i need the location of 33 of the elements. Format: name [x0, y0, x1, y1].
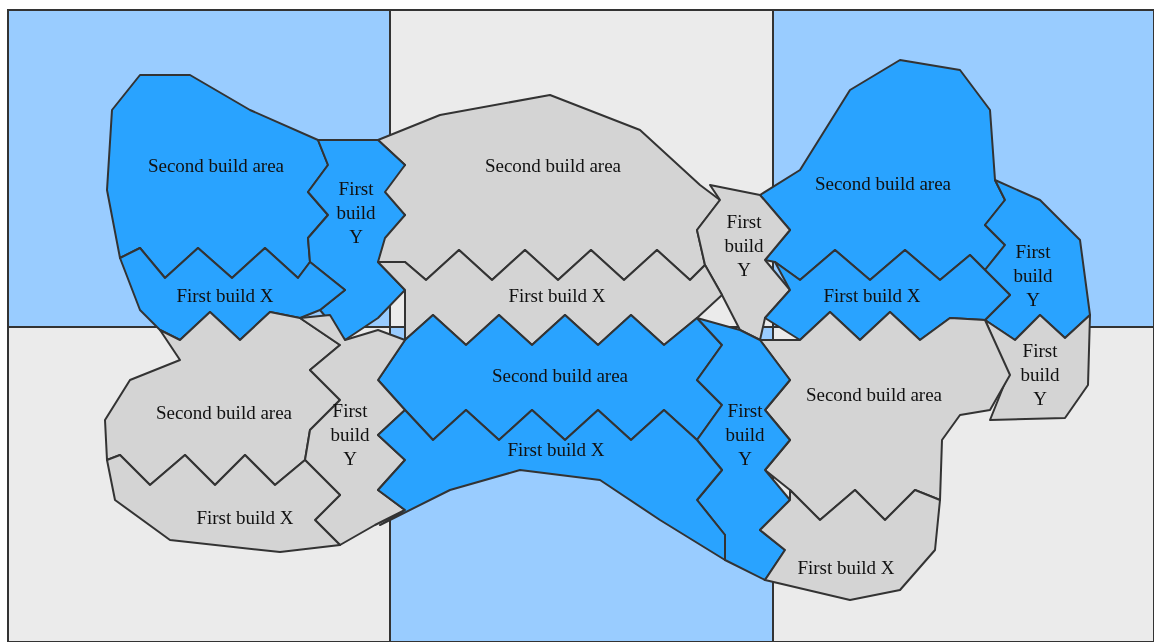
region-label: Second build area — [154, 401, 294, 425]
region-label: First build X — [195, 506, 295, 530]
build-region — [985, 315, 1090, 420]
build-region — [765, 250, 1010, 340]
build-region — [107, 455, 340, 552]
build-region — [378, 410, 725, 560]
region-label: Second build area — [490, 364, 630, 388]
build-region — [985, 180, 1090, 340]
build-region — [378, 315, 722, 440]
build-region — [107, 75, 328, 278]
region-label: First build X — [506, 438, 606, 462]
region-label: First build Y — [1019, 339, 1061, 411]
region-label: First build Y — [329, 399, 371, 471]
region-label: Second build area — [813, 172, 953, 196]
region-label: First build Y — [724, 399, 766, 471]
region-label: First build Y — [1012, 240, 1054, 312]
region-label: First build X — [796, 556, 896, 580]
build-region — [300, 315, 405, 545]
build-region — [760, 490, 940, 600]
region-label: First build Y — [335, 177, 377, 249]
build-region — [378, 95, 720, 280]
build-region — [378, 250, 722, 345]
region-label: First build Y — [723, 210, 765, 282]
build-region — [308, 140, 405, 340]
build-region — [697, 185, 790, 340]
region-label: First build X — [507, 284, 607, 308]
region-label: First build X — [175, 284, 275, 308]
region-label: Second build area — [483, 154, 623, 178]
build-region — [120, 248, 345, 340]
region-label: Second build area — [804, 383, 944, 407]
region-label: Second build area — [146, 154, 286, 178]
build-region — [697, 318, 790, 580]
region-label: First build X — [822, 284, 922, 308]
